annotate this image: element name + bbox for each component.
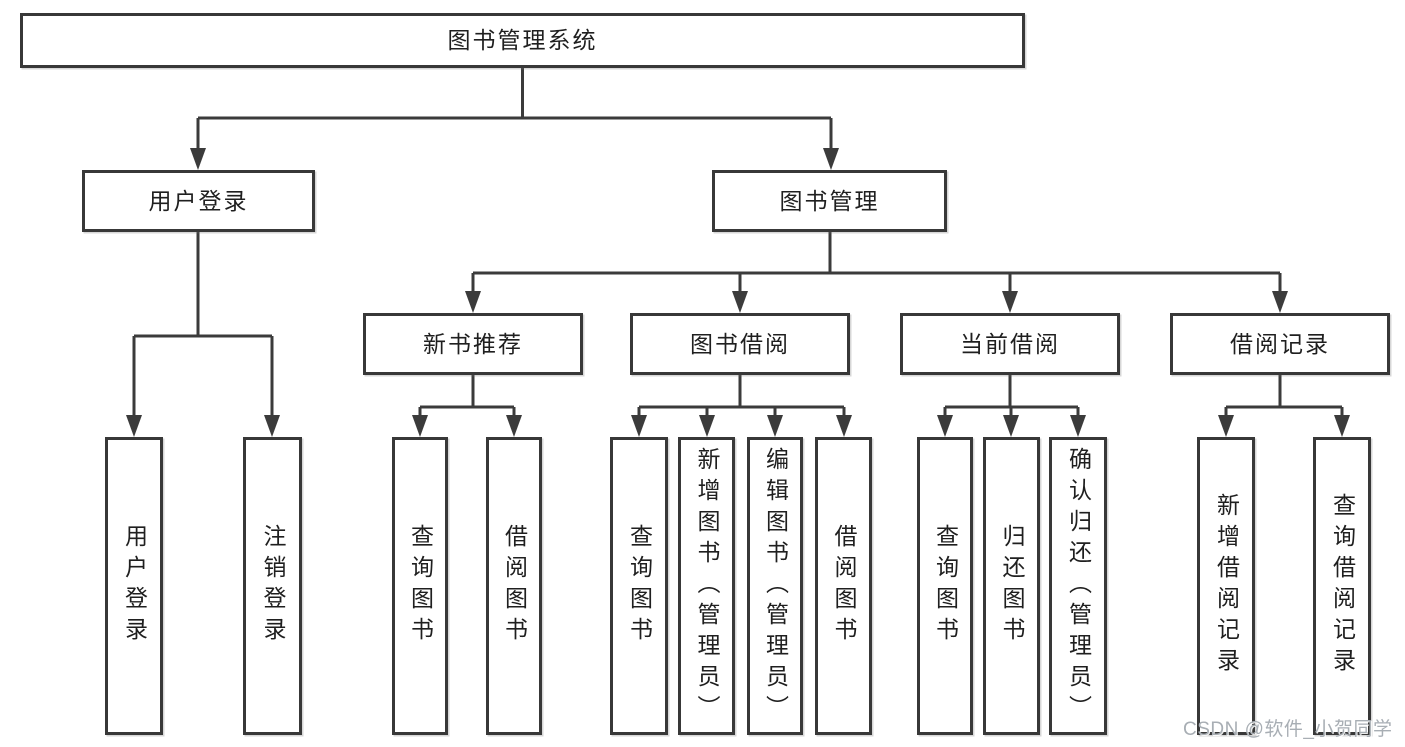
node-label: 借阅记录	[1230, 330, 1330, 357]
leaf-add-borrow-record: 新增借阅记录	[1197, 437, 1255, 735]
leaf-label: 注销登录	[260, 524, 286, 648]
leaf-borrow-books-recommend: 借阅图书	[486, 437, 542, 735]
leaf-label: 查询图书	[626, 524, 653, 648]
leaf-return-books: 归还图书	[983, 437, 1040, 735]
node-book-borrow: 图书借阅	[630, 313, 850, 375]
leaf-label: 借阅图书	[501, 524, 528, 648]
leaf-label: 编辑图书（管理员）	[762, 446, 789, 726]
node-label: 新书推荐	[423, 330, 523, 357]
leaf-confirm-return-admin: 确认归还（管理员）	[1049, 437, 1107, 735]
leaf-query-books-borrow: 查询图书	[610, 437, 668, 735]
leaf-label: 新增借阅记录	[1213, 493, 1240, 679]
leaf-label: 查询借阅记录	[1329, 493, 1356, 679]
csdn-watermark: CSDN @软件_小贺同学	[1183, 719, 1393, 740]
node-label: 用户登录	[148, 187, 249, 214]
node-label: 图书借阅	[690, 330, 790, 357]
leaf-label: 借阅图书	[831, 524, 857, 648]
node-label: 图书管理系统	[447, 27, 598, 53]
node-new-book-recommend: 新书推荐	[363, 313, 583, 375]
leaf-borrow-books-borrow: 借阅图书	[815, 437, 872, 735]
leaf-query-borrow-record: 查询借阅记录	[1313, 437, 1371, 735]
leaf-add-book-admin: 新增图书（管理员）	[678, 437, 735, 735]
leaf-query-books-current: 查询图书	[917, 437, 973, 735]
node-book-management: 图书管理	[712, 170, 947, 232]
leaf-label: 确认归还（管理员）	[1065, 446, 1092, 726]
node-user-login: 用户登录	[82, 170, 315, 232]
node-label: 当前借阅	[960, 330, 1060, 357]
leaf-user-login: 用户登录	[105, 437, 163, 735]
node-borrow-records: 借阅记录	[1170, 313, 1390, 375]
leaf-label: 用户登录	[121, 524, 148, 648]
leaf-label: 查询图书	[407, 524, 434, 648]
leaf-query-books-recommend: 查询图书	[392, 437, 448, 735]
node-label: 图书管理	[779, 187, 880, 214]
leaf-edit-book-admin: 编辑图书（管理员）	[747, 437, 803, 735]
node-book-management-system: 图书管理系统	[20, 13, 1025, 68]
leaf-label: 归还图书	[999, 524, 1025, 648]
leaf-label: 查询图书	[932, 524, 959, 648]
leaf-label: 新增图书（管理员）	[694, 446, 720, 726]
leaf-logout: 注销登录	[243, 437, 302, 735]
node-current-borrow: 当前借阅	[900, 313, 1120, 375]
